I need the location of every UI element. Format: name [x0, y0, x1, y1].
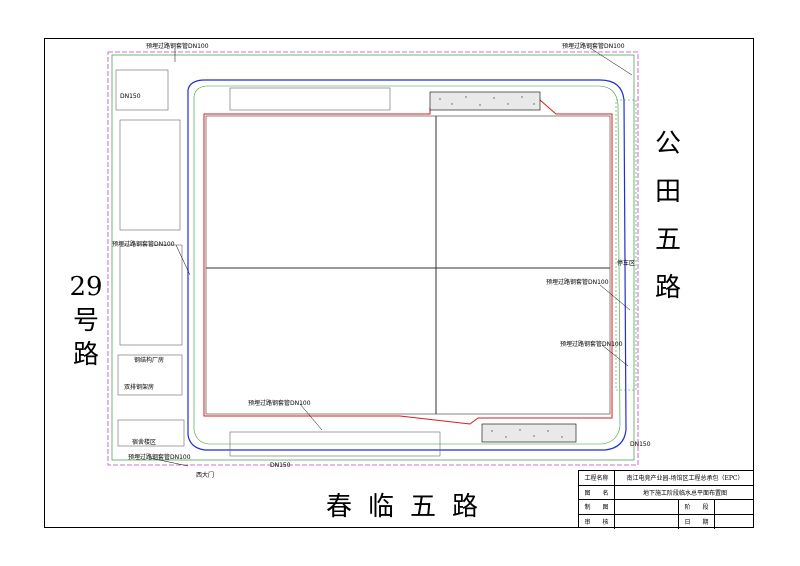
stage-value — [715, 500, 755, 514]
road-east-name: 公田五路 — [648, 120, 688, 312]
drawing-frame — [44, 38, 754, 528]
parking-label: 停车区 — [617, 260, 636, 267]
water-supply-loop-inner — [193, 85, 621, 445]
drawn-label: 制 图 — [579, 500, 615, 514]
camp-block-5 — [117, 419, 185, 447]
pipe-label-west: 预埋过路钢套管DN100 — [112, 241, 175, 248]
review-value — [615, 514, 679, 529]
review-label: 审 核 — [579, 514, 615, 529]
project-name: 南江电竞产业园-场馆区工程总承包（EPC） — [626, 475, 744, 483]
pipe-label-east-1: 预埋过路钢套管DN100 — [546, 279, 609, 286]
stockpile-south — [481, 423, 577, 443]
date-label: 日 期 — [679, 514, 715, 529]
road-west-text: 号路 — [72, 306, 99, 370]
water-supply-loop — [187, 79, 627, 451]
foundation-pit — [203, 99, 613, 425]
drawn-value — [615, 500, 679, 514]
dn150-label-1: DN150 — [120, 93, 141, 100]
date-value — [715, 515, 755, 530]
title-row-review: 审 核 日 期 — [579, 514, 755, 530]
site-boundary — [107, 51, 639, 466]
title-row-project: 工程名称 南江电竞产业园-场馆区工程总承包（EPC） — [579, 471, 754, 486]
camp-block-4 — [117, 354, 183, 396]
camp-block-1 — [115, 69, 169, 111]
road-west-name: 29 号路 — [68, 270, 104, 372]
title-block: 工程名称 南江电竞产业园-场馆区工程总承包（EPC） 图 名 地下施工阶段临水总… — [578, 470, 755, 530]
road-west-number: 29 — [69, 272, 103, 302]
building-b-label: 钢结构厂房 — [134, 357, 165, 364]
road-east-text: 公田五路 — [654, 129, 681, 303]
camp-block-2 — [119, 119, 181, 231]
building-a-label: 双排钢架房 — [124, 384, 155, 391]
gate-west-label: 西大门 — [196, 472, 215, 479]
north-sheds — [229, 87, 391, 111]
east-parking-strip — [615, 99, 637, 391]
title-row-drawn: 制 图 阶 段 — [579, 500, 754, 515]
project-label: 工程名称 — [579, 471, 615, 485]
pipe-label-north-west: 预埋过路钢套管DN100 — [146, 43, 209, 50]
pipe-label-east-2: 预埋过路钢套管DN100 — [560, 341, 623, 348]
camp-block-3 — [119, 244, 183, 346]
pit-zone-grid — [205, 115, 611, 415]
drawing-label: 图 名 — [579, 485, 615, 499]
south-sheds — [229, 431, 441, 457]
stockpile-north — [429, 91, 541, 111]
stage-label: 阶 段 — [679, 500, 715, 514]
drawing-name: 地下施工阶段临水总平面布置图 — [642, 489, 727, 497]
road-south-name: 春临五路 — [326, 492, 495, 522]
dn150-label-2: DN150 — [630, 441, 651, 448]
green-fence — [111, 54, 635, 461]
pipe-label-south: 预埋过路钢套管DN100 — [248, 400, 311, 407]
pipe-label-south-west: 预埋过路钢套管DN100 — [128, 454, 191, 461]
pipe-label-north-east: 预埋过路钢套管DN100 — [562, 43, 625, 50]
dn150-label-3: DN150 — [270, 462, 291, 469]
dormitory-label: 宿舍楼区 — [132, 439, 157, 446]
title-row-drawing: 图 名 地下施工阶段临水总平面布置图 — [579, 485, 754, 500]
